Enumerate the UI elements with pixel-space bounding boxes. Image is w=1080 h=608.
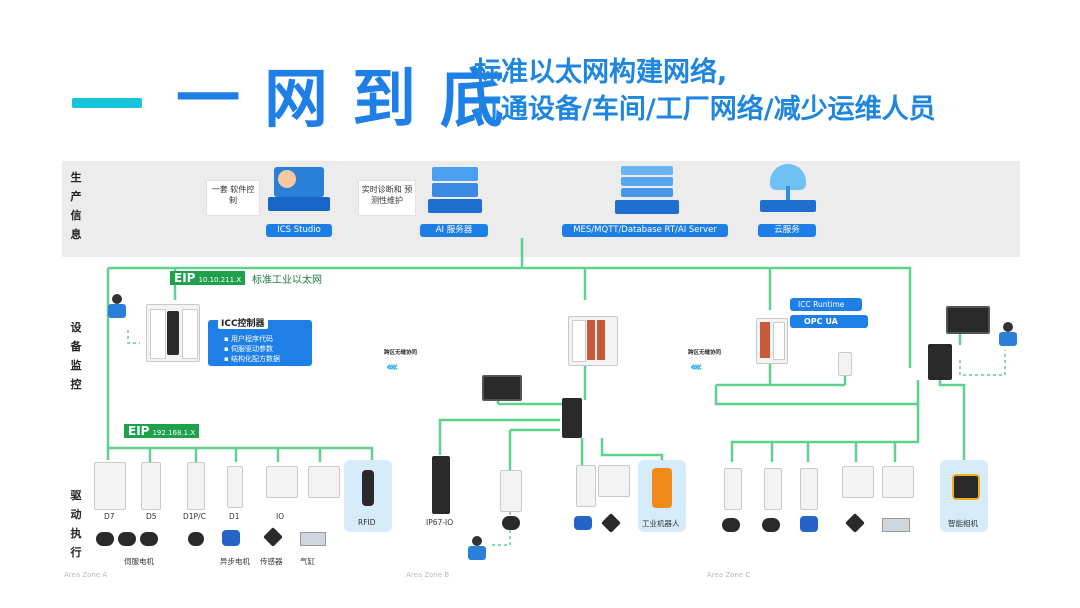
label-io: IO	[276, 512, 285, 521]
icc-item-1: ▪ 用户程序代码	[224, 335, 273, 343]
servo-motor-icon	[722, 518, 740, 532]
zone-b-controller	[568, 316, 618, 366]
hmi-monitor-c	[946, 306, 990, 334]
icc-runtime-badge: ICC Runtime	[790, 298, 862, 311]
hmi-monitor-b	[482, 375, 522, 401]
label-sensor: 传感器	[260, 557, 283, 566]
zone-b-io	[598, 465, 630, 497]
io-module-a2	[308, 466, 340, 498]
mes-server-icon	[615, 166, 679, 218]
sync-label-1: 跨区无缝协同	[384, 350, 418, 356]
zone-a-label: Area Zone A	[64, 571, 108, 579]
mes-label: MES/MQTT/Database RT/AI Server	[562, 224, 728, 237]
ics-studio-icon	[268, 167, 330, 217]
layer-label-info: 生产信息	[70, 171, 82, 241]
label-d7: D7	[104, 512, 115, 521]
async-motor-icon	[222, 530, 240, 546]
label-d1pc: D1P/C	[183, 512, 206, 521]
io-module-a1	[266, 466, 298, 498]
servo-motor-icon	[502, 516, 520, 530]
smart-camera-icon	[952, 474, 980, 500]
drive-d7	[94, 462, 126, 510]
cloud-icon	[760, 164, 816, 218]
label-d1: D1	[229, 512, 240, 521]
switch-c	[928, 344, 952, 380]
camera-panel: 智能相机	[940, 460, 988, 532]
rfid-label: RFID	[358, 518, 376, 527]
ip67-label: IP67-IO	[426, 518, 454, 527]
camera-label: 智能相机	[948, 519, 978, 528]
zone-b-drive-2	[576, 465, 596, 507]
opc-ua-badge: OPC UA	[790, 315, 868, 328]
eip-top-desc: 标准工业以太网	[252, 275, 322, 286]
label-d5: D5	[146, 512, 157, 521]
software-control-card: 一套 软件控制	[206, 180, 260, 216]
zone-c-controller	[756, 318, 788, 364]
servo-motor-icon	[188, 532, 204, 546]
zone-c-io-2	[882, 466, 914, 498]
subtitle-line-2: 打通设备/车间/工厂网络/减少运维人员	[474, 94, 936, 125]
diagnostics-card: 实时诊断和 预测性维护	[358, 180, 416, 216]
servo-motor-icon	[96, 532, 114, 546]
ai-server-icon	[428, 165, 482, 217]
robot-arm-icon	[652, 468, 672, 508]
switch-b	[562, 398, 582, 438]
icc-controller-device	[146, 304, 200, 362]
servo-motor-icon	[118, 532, 136, 546]
label-servo-motor: 伺服电机	[124, 557, 154, 566]
cloud-label: 云服务	[758, 224, 816, 237]
robot-panel: 工业机器人	[638, 460, 686, 532]
rfid-scanner-icon	[362, 470, 374, 506]
operator-icon-left	[104, 294, 130, 324]
layer-label-drive: 驱动执行	[70, 489, 82, 559]
sync-arrow-icon-1: ‹‹‹‹	[386, 360, 399, 375]
icc-title: ICC控制器	[218, 319, 268, 329]
zone-c-drive-1	[724, 468, 742, 510]
cylinder-icon	[882, 518, 910, 532]
icc-item-3: ▪ 结构化配方数据	[224, 355, 280, 363]
sync-label-2: 跨区无缝协同	[688, 350, 722, 356]
drive-d1pc	[187, 462, 205, 510]
servo-motor-icon	[762, 518, 780, 532]
operator-icon-b	[466, 536, 488, 570]
icc-item-2: ▪ 伺服驱动参数	[224, 345, 273, 353]
zone-c-drive-3	[800, 468, 818, 510]
robot-label: 工业机器人	[642, 519, 680, 528]
zone-c-adapter	[838, 352, 852, 376]
drive-d5	[141, 462, 161, 510]
zone-c-io-1	[842, 466, 874, 498]
async-motor-icon	[574, 516, 592, 530]
label-cylinder: 气缸	[300, 557, 315, 566]
ip67-io-device	[432, 456, 450, 514]
subtitle-line-1: 标准以太网构建网络,	[474, 57, 728, 88]
icc-info-panel: ICC控制器 ▪ 用户程序代码 ▪ 伺服驱动参数 ▪ 结构化配方数据	[208, 319, 312, 366]
zone-c-drive-2	[764, 468, 782, 510]
layer-label-monitor: 设备监控	[70, 321, 82, 391]
servo-motor-icon	[140, 532, 158, 546]
title-dash	[72, 98, 142, 109]
operator-icon-right	[996, 322, 1020, 352]
rfid-panel: RFID	[344, 460, 392, 532]
async-motor-icon	[800, 516, 818, 532]
label-async-motor: 异步电机	[220, 557, 250, 566]
ics-studio-label: ICS Studio	[266, 224, 332, 237]
zone-b-drive	[500, 470, 522, 512]
zone-b-label: Area Zone B	[406, 571, 450, 579]
zone-c-label: Area Zone C	[707, 571, 751, 579]
drive-d1	[227, 466, 243, 508]
ai-server-label: AI 服务器	[420, 224, 488, 237]
page-title: 一网到底	[72, 48, 528, 140]
sync-arrow-icon-2: ‹‹‹‹	[690, 360, 703, 375]
cylinder-icon	[300, 532, 326, 546]
